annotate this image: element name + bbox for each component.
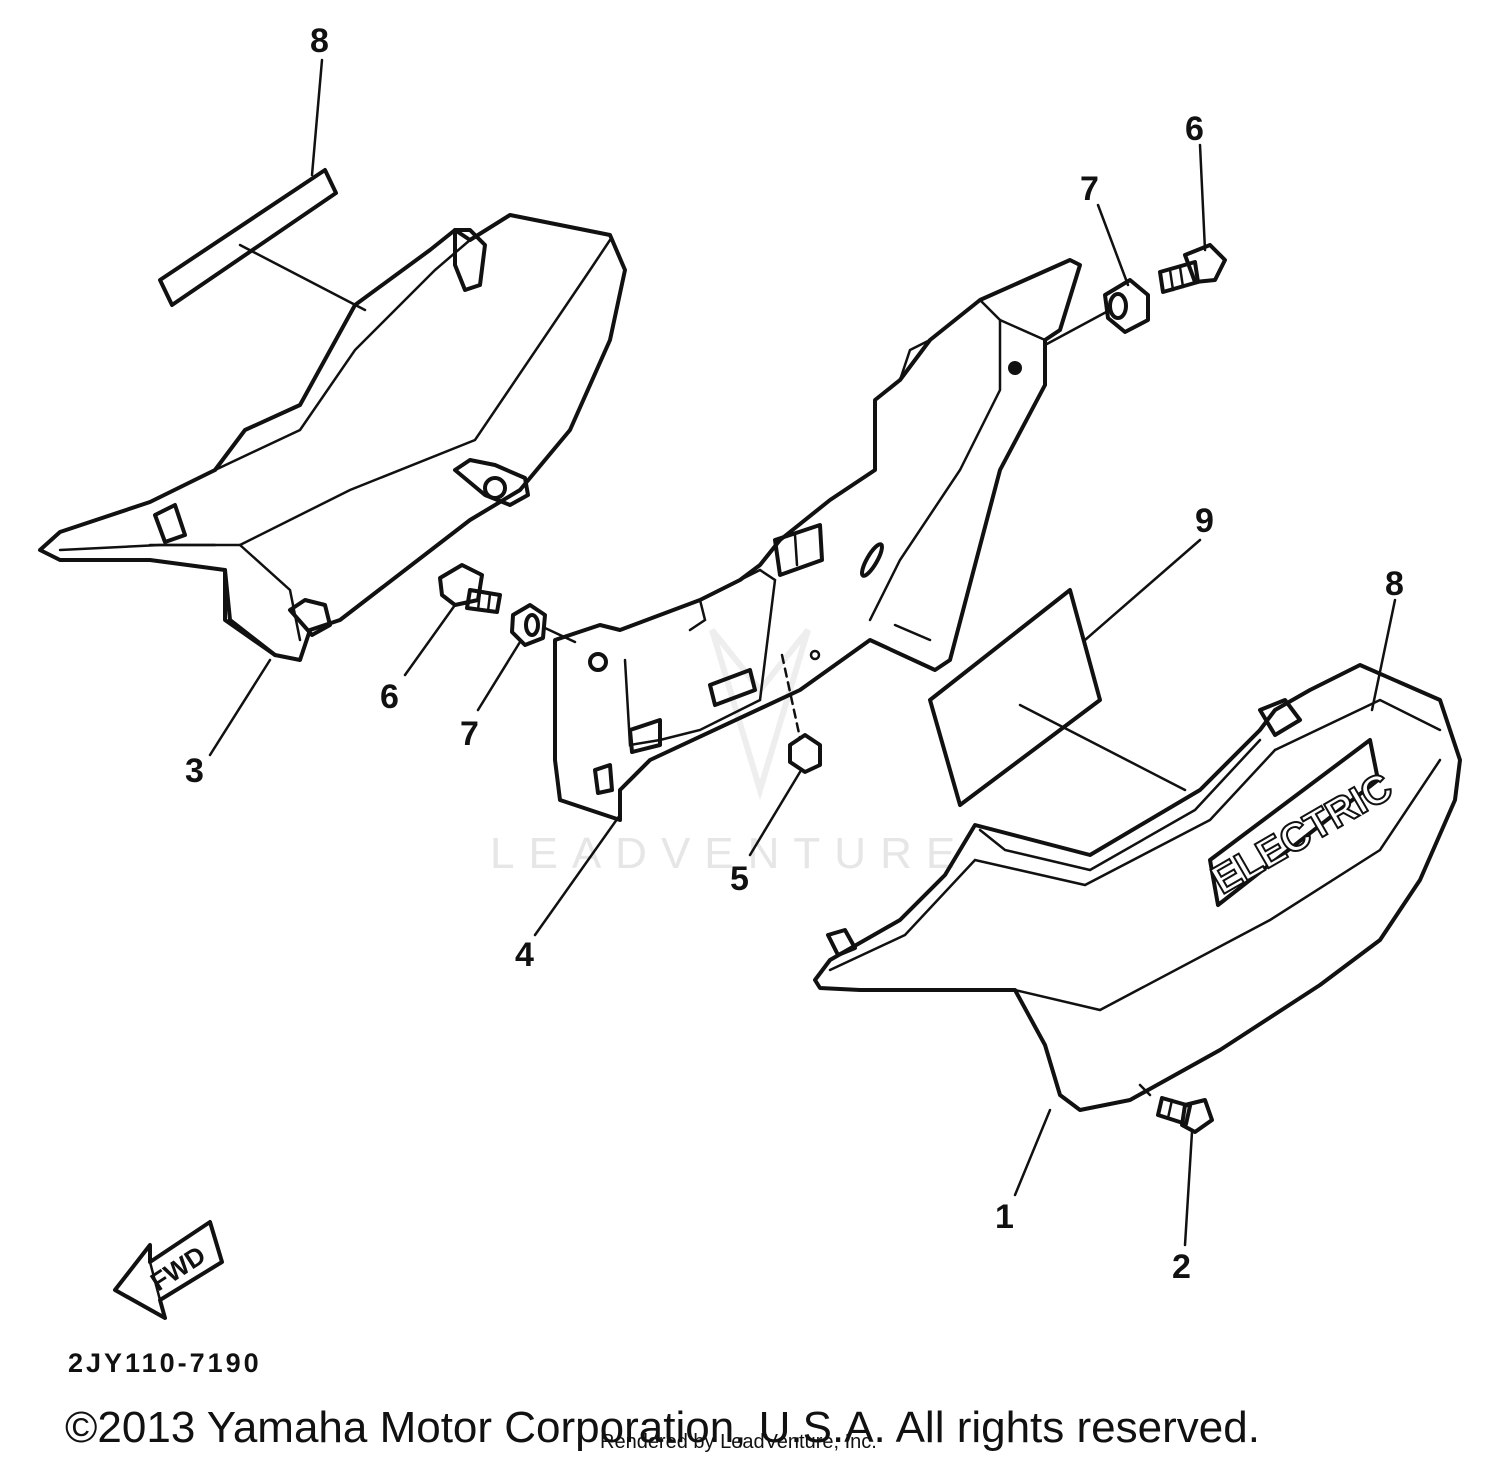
copyright-text: ©2013 Yamaha Motor Corporation, U.S.A. A… (65, 1403, 1260, 1452)
callout-8-top: 8 (310, 22, 329, 60)
leader-4 (533, 813, 622, 937)
part-4-bracket (553, 258, 1082, 822)
part-6-bolt-right (1158, 143, 1227, 294)
callout-9: 9 (1195, 502, 1214, 540)
part-6-bolt-left (403, 563, 502, 677)
part-8-decal-top (158, 58, 367, 312)
watermark-logo (709, 628, 811, 801)
part-7-grommet-left (476, 603, 577, 712)
part-5-nut (748, 653, 822, 857)
callout-3: 3 (185, 752, 204, 790)
callout-2: 2 (1172, 1248, 1191, 1286)
callout-7-left: 7 (460, 715, 479, 753)
callout-4: 4 (515, 936, 534, 974)
electric-decal-text: ELECTRIC (1205, 765, 1400, 903)
part-9-decal (928, 538, 1202, 807)
callout-1: 1 (995, 1198, 1014, 1236)
leader-3 (208, 658, 272, 757)
fwd-arrow-icon: FWD (113, 1220, 224, 1320)
watermark-text: LEADVENTURE (490, 829, 969, 878)
part-2-screw (1138, 1083, 1214, 1247)
rendered-by-text: Rendered by LeadVenture, Inc. (600, 1431, 877, 1453)
callout-6-left: 6 (380, 678, 399, 716)
part-1-right-side-cover: ELECTRIC (813, 598, 1462, 1197)
part-code: 2JY110-7190 (68, 1348, 262, 1378)
callout-5: 5 (730, 860, 749, 898)
callout-8-right: 8 (1385, 565, 1404, 603)
part-7-grommet-right (1043, 203, 1150, 347)
part-3-left-side-cover (38, 213, 627, 662)
callout-7-right: 7 (1080, 170, 1099, 208)
callout-6-right: 6 (1185, 110, 1204, 148)
